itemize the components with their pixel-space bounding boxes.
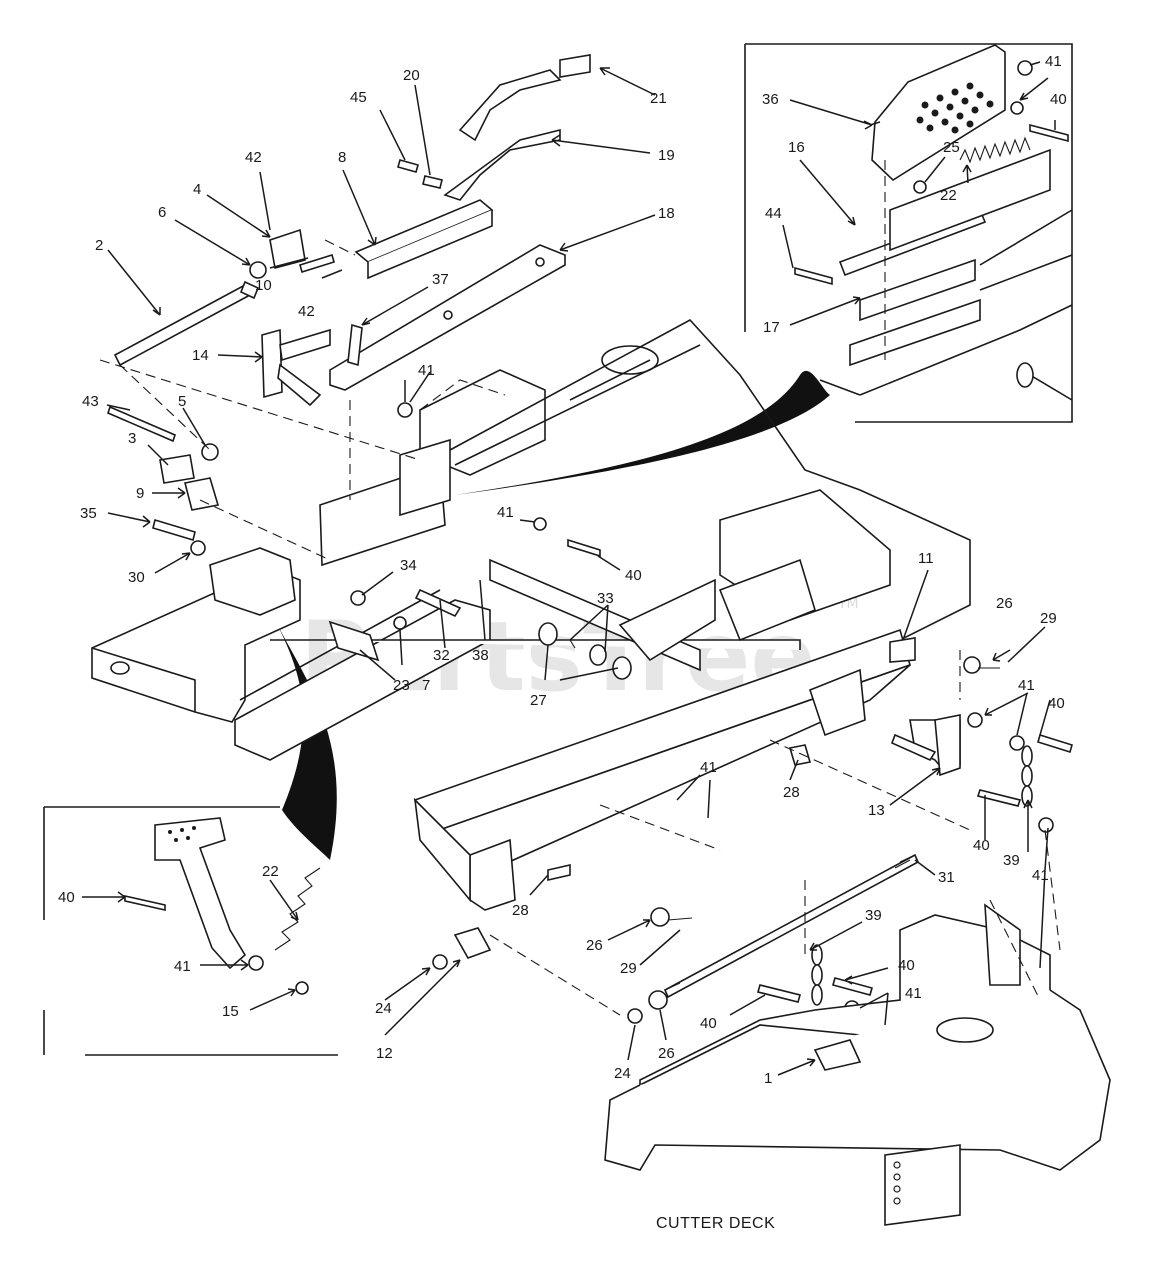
label-11: 11 — [918, 550, 934, 567]
label-14: 14 — [192, 347, 209, 364]
label-1: 1 — [764, 1070, 772, 1087]
label-24-b: 24 — [614, 1065, 631, 1082]
label-26-b: 26 — [586, 937, 603, 954]
label-10: 10 — [255, 277, 272, 294]
main-frame — [91, 318, 971, 911]
label-17: 17 — [763, 319, 780, 336]
assembly-dash-lines — [99, 239, 1061, 1016]
label-12: 12 — [376, 1045, 393, 1062]
chain-39 — [811, 745, 1033, 1006]
label-39-b: 39 — [865, 907, 882, 924]
label-37: 37 — [432, 271, 449, 288]
label-43: 43 — [82, 393, 99, 410]
label-40-d: 40 — [898, 957, 915, 974]
label-21: 21 — [650, 90, 667, 107]
label-9: 9 — [136, 485, 144, 502]
label-41-a: 41 — [418, 362, 435, 379]
label-22-b: 22 — [940, 187, 957, 204]
label-31: 31 — [938, 869, 955, 886]
label-29-a: 29 — [1040, 610, 1057, 627]
label-42-top: 42 — [245, 149, 262, 166]
upper-linkage — [113, 54, 591, 407]
label-40-c: 40 — [973, 837, 990, 854]
label-41-g: 41 — [174, 958, 191, 975]
label-42-bottom: 42 — [298, 303, 315, 320]
inset-detail-top-right — [744, 43, 1073, 423]
label-36: 36 — [762, 91, 779, 108]
label-40-g: 40 — [1050, 91, 1067, 108]
part-labels: 21 19 18 20 45 42 8 4 6 2 10 42 37 14 41… — [58, 53, 1067, 1087]
label-5: 5 — [178, 393, 186, 410]
label-22-a: 22 — [262, 863, 279, 880]
label-24-a: 24 — [375, 1000, 392, 1017]
label-39-a: 39 — [1003, 852, 1020, 869]
label-15: 15 — [222, 1003, 239, 1020]
label-44: 44 — [765, 205, 782, 222]
callout-swoosh-upper — [455, 370, 830, 495]
label-4: 4 — [193, 181, 201, 198]
label-27: 27 — [530, 692, 547, 709]
label-18: 18 — [658, 205, 675, 222]
label-40-f: 40 — [58, 889, 75, 906]
label-41-c: 41 — [1018, 677, 1035, 694]
label-40-b: 40 — [1048, 695, 1065, 712]
lower-parts — [432, 637, 1111, 1226]
label-3: 3 — [128, 430, 136, 447]
label-7: 7 — [422, 677, 430, 694]
label-19: 19 — [658, 147, 675, 164]
label-23: 23 — [393, 677, 410, 694]
label-41-d: 41 — [1032, 867, 1049, 884]
label-32: 32 — [433, 647, 450, 664]
label-40-a: 40 — [625, 567, 642, 584]
label-8: 8 — [338, 149, 346, 166]
label-28-b: 28 — [512, 902, 529, 919]
label-25: 25 — [943, 139, 960, 156]
label-13: 13 — [868, 802, 885, 819]
label-41-e: 41 — [700, 759, 717, 776]
inset-detail-bottom-left — [43, 806, 338, 1056]
label-40-e: 40 — [700, 1015, 717, 1032]
label-41-b: 41 — [497, 504, 514, 521]
label-2: 2 — [95, 237, 103, 254]
label-33: 33 — [597, 590, 614, 607]
label-29-b: 29 — [620, 960, 637, 977]
label-20: 20 — [403, 67, 420, 84]
label-41-h: 41 — [1045, 53, 1062, 70]
label-38: 38 — [472, 647, 489, 664]
diagram-caption: CUTTER DECK — [656, 1215, 775, 1232]
label-30: 30 — [128, 569, 145, 586]
label-28-a: 28 — [783, 784, 800, 801]
label-45: 45 — [350, 89, 367, 106]
label-34: 34 — [400, 557, 417, 574]
label-26-c: 26 — [658, 1045, 675, 1062]
leader-arrows — [82, 61, 1056, 1076]
label-41-f: 41 — [905, 985, 922, 1002]
label-35: 35 — [80, 505, 97, 522]
label-16: 16 — [788, 139, 805, 156]
label-6: 6 — [158, 204, 166, 221]
label-26-a: 26 — [996, 595, 1013, 612]
